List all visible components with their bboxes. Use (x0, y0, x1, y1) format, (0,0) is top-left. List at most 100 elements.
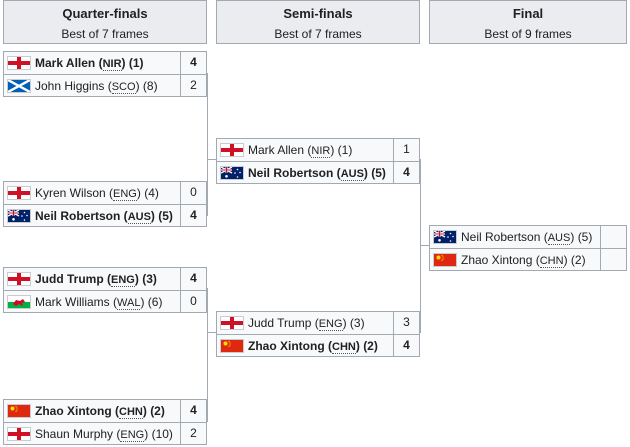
player-link[interactable]: Neil Robertson (248, 166, 334, 180)
player-row: Shaun Murphy (ENG) (10) 2 (4, 422, 206, 444)
china-flag-icon (8, 405, 30, 417)
score (600, 249, 626, 270)
seed: (10) (151, 427, 173, 441)
player-link[interactable]: Judd Trump (248, 316, 312, 330)
seed: (3) (142, 272, 157, 286)
player-link[interactable]: Judd Trump (35, 272, 104, 286)
player-name: John Higgins (SCO) (8) (35, 79, 158, 94)
player-link[interactable]: Mark Williams (35, 295, 110, 309)
china-flag-icon (434, 254, 456, 266)
australia-flag-icon (434, 231, 456, 243)
country-code[interactable]: AUS (340, 168, 364, 181)
semifinal-match-1: Mark Allen (NIR) (1) 1 Neil Robertson (A… (216, 138, 420, 184)
country-code[interactable]: ENG (113, 188, 137, 201)
england-flag-icon (221, 144, 243, 156)
player-row: Zhao Xintong (CHN) (2) (430, 248, 626, 270)
country-code[interactable]: CHN (539, 255, 564, 268)
score: 0 (180, 291, 206, 312)
score: 2 (180, 423, 206, 444)
seed: (5) (158, 209, 173, 223)
player-row: Kyren Wilson (ENG) (4) 0 (4, 182, 206, 204)
player-row: Zhao Xintong (CHN) (2) 4 (217, 334, 419, 356)
score: 2 (180, 75, 206, 96)
round-subtitle: Best of 9 frames (484, 27, 572, 41)
seed: (5) (577, 230, 593, 244)
score: 4 (393, 335, 419, 356)
player-name: Mark Allen (NIR) (1) (248, 143, 353, 158)
player-link[interactable]: Neil Robertson (461, 230, 541, 244)
bracket-line (207, 288, 208, 422)
player-name: Zhao Xintong (CHN) (2) (461, 253, 586, 268)
player-row: Mark Williams (WAL) (6) 0 (4, 290, 206, 312)
header-final: Final Best of 9 frames (429, 0, 627, 44)
round-title: Quarter-finals (62, 6, 148, 21)
player-link[interactable]: Shaun Murphy (35, 427, 114, 441)
country-code[interactable]: ENG (318, 318, 343, 331)
player-row: Neil Robertson (AUS) (5) 4 (217, 161, 419, 183)
england-flag-icon (221, 317, 243, 329)
player-name: Neil Robertson (AUS) (5) (248, 166, 386, 181)
player-link[interactable]: Kyren Wilson (35, 186, 106, 200)
country-code[interactable]: AUS (547, 232, 571, 245)
england-flag-icon (8, 428, 30, 440)
scotland-flag-icon (8, 80, 30, 92)
semifinal-match-2: Judd Trump (ENG) (3) 3 Zhao Xintong (CHN… (216, 311, 420, 357)
country-code[interactable]: ENG (120, 429, 145, 442)
player-link[interactable]: Zhao Xintong (461, 253, 533, 267)
country-code[interactable]: AUS (127, 211, 151, 224)
country-code[interactable]: ENG (111, 274, 135, 287)
player-link[interactable]: Zhao Xintong (35, 404, 112, 418)
score: 0 (180, 182, 206, 204)
seed: (3) (349, 316, 365, 330)
score (600, 226, 626, 248)
player-name: Neil Robertson (AUS) (5) (35, 209, 173, 224)
australia-flag-icon (221, 167, 243, 179)
score: 4 (180, 400, 206, 422)
round-subtitle: Best of 7 frames (274, 27, 362, 41)
player-row: Zhao Xintong (CHN) (2) 4 (4, 400, 206, 422)
quarterfinal-match-4: Zhao Xintong (CHN) (2) 4 Shaun Murphy (E… (3, 399, 207, 445)
seed: (8) (142, 79, 158, 93)
header-quarterfinals: Quarter-finals Best of 7 frames (3, 0, 207, 44)
player-name: Neil Robertson (AUS) (5) (461, 230, 593, 245)
round-subtitle: Best of 7 frames (61, 27, 149, 41)
china-flag-icon (221, 340, 243, 352)
player-link[interactable]: Zhao Xintong (248, 339, 325, 353)
player-name: Judd Trump (ENG) (3) (35, 272, 157, 287)
player-link[interactable]: Neil Robertson (35, 209, 121, 223)
country-code[interactable]: WAL (117, 297, 141, 310)
bracket-line (420, 245, 429, 246)
player-name: Shaun Murphy (ENG) (10) (35, 427, 173, 442)
country-code[interactable]: NIR (102, 58, 122, 71)
bracket-line (420, 159, 421, 333)
player-name: Judd Trump (ENG) (3) (248, 316, 365, 331)
player-row: Neil Robertson (AUS) (5) (430, 226, 626, 248)
final-match: Neil Robertson (AUS) (5) Zhao Xintong (C… (429, 225, 627, 271)
quarterfinal-match-2: Kyren Wilson (ENG) (4) 0 Neil Robertson … (3, 181, 207, 227)
player-name: Zhao Xintong (CHN) (2) (248, 339, 378, 354)
score: 4 (180, 52, 206, 74)
quarterfinal-match-3: Judd Trump (ENG) (3) 4 Mark Williams (WA… (3, 267, 207, 313)
country-code[interactable]: SCO (111, 81, 136, 94)
player-link[interactable]: Mark Allen (248, 143, 305, 157)
player-row: Neil Robertson (AUS) (5) 4 (4, 204, 206, 226)
wales-flag-icon (8, 296, 30, 308)
country-code[interactable]: CHN (119, 406, 143, 419)
england-flag-icon (8, 57, 30, 69)
player-link[interactable]: Mark Allen (35, 56, 96, 70)
score: 4 (180, 268, 206, 290)
header-semifinals: Semi-finals Best of 7 frames (216, 0, 420, 44)
seed: (4) (144, 186, 159, 200)
player-link[interactable]: John Higgins (35, 79, 105, 93)
player-name: Mark Allen (NIR) (1) (35, 56, 144, 71)
player-row: Judd Trump (ENG) (3) 4 (4, 268, 206, 290)
country-code[interactable]: CHN (332, 341, 356, 354)
score: 1 (393, 139, 419, 161)
round-title: Final (512, 6, 544, 21)
quarterfinal-match-1: Mark Allen (NIR) (1) 4 John Higgins (SCO… (3, 51, 207, 97)
player-name: Mark Williams (WAL) (6) (35, 295, 163, 310)
seed: (2) (150, 404, 165, 418)
seed: (2) (570, 253, 586, 267)
player-row: Mark Allen (NIR) (1) 1 (217, 139, 419, 161)
country-code[interactable]: NIR (311, 145, 331, 158)
